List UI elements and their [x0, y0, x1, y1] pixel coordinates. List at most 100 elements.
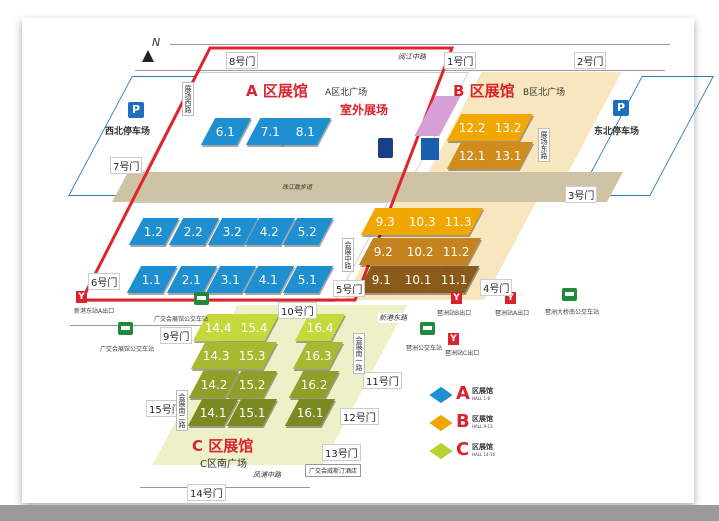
- convention-center-icon: [421, 138, 439, 160]
- legend-label: 区展馆: [472, 443, 493, 451]
- bus-icon: [118, 322, 133, 335]
- hall-number: 16.1: [296, 405, 324, 420]
- zone-a-title: A 区展馆: [246, 82, 308, 100]
- bus-icon: [562, 288, 577, 301]
- gate-11[interactable]: 11号门: [363, 372, 402, 389]
- road-middle: 会展中路: [342, 238, 354, 272]
- gate-5[interactable]: 5号门: [333, 280, 366, 297]
- hall-number: 9.1: [372, 272, 392, 287]
- hall-number: 3.1: [221, 272, 241, 287]
- bus-stop-2: 广交会展馆公交车站: [100, 346, 155, 353]
- bus-icon: [194, 292, 209, 305]
- hall-number: 13.1: [494, 148, 522, 163]
- road-c-west: 会展南二路: [176, 390, 188, 431]
- hall-number: 15.2: [238, 377, 266, 392]
- metro-icon: Y: [76, 291, 87, 303]
- hall-number: 16.2: [300, 377, 328, 392]
- bus-stop-1: 广交会展馆公交车站: [154, 316, 209, 323]
- road-east: 展场东路: [538, 128, 550, 162]
- legend-letter: C: [456, 439, 470, 460]
- zone-a-plaza: A区北广场: [325, 88, 368, 98]
- hall-number: 2.2: [184, 224, 204, 239]
- metro-icon: Y: [451, 292, 462, 304]
- bottom-bar: [0, 505, 719, 521]
- zone-c-title: C 区展馆: [192, 437, 254, 455]
- legend-sub: HALL 9-13: [472, 424, 493, 429]
- legend-letter: A: [456, 383, 470, 404]
- road-line: [135, 70, 665, 71]
- gate-13[interactable]: 13号门: [322, 444, 361, 461]
- zone-b-title: B 区展馆: [453, 82, 515, 100]
- hall-number: 1.1: [142, 272, 162, 287]
- hall-number: 1.2: [144, 224, 164, 239]
- gate-7[interactable]: 7号门: [110, 157, 143, 174]
- hall-number: 2.1: [182, 272, 202, 287]
- metro-pazhou-c: 琶洲站C出口: [445, 350, 480, 357]
- hall-number: 4.1: [259, 272, 279, 287]
- road-line: [170, 44, 670, 45]
- compass-icon: [142, 50, 154, 62]
- road-c-east: 会展南一路: [353, 333, 365, 374]
- hall-number: 11.3: [444, 214, 472, 229]
- gate-2[interactable]: 2号门: [574, 52, 607, 69]
- hall-number: 6.1: [216, 124, 236, 139]
- hall-number: 10.3: [408, 214, 436, 229]
- hall-number: 15.3: [238, 348, 266, 363]
- hall-number: 16.4: [306, 320, 334, 335]
- parking-northwest-label: 西北停车场: [105, 127, 151, 137]
- promenade-label: 珠江散步道: [282, 184, 313, 191]
- hall-number: 14.1: [199, 405, 227, 420]
- hall-number: 4.2: [260, 224, 280, 239]
- metro-pazhou-a: 琶洲站A出口: [495, 310, 530, 317]
- parking-icon: P: [128, 102, 144, 118]
- hall-number: 9.2: [374, 244, 394, 259]
- gate-1[interactable]: 1号门: [444, 52, 477, 69]
- legend-sub: HALL 1-8: [472, 396, 491, 401]
- hall-number: 8.1: [296, 124, 316, 139]
- hall-number: 14.3: [202, 348, 230, 363]
- police-icon: [378, 138, 393, 158]
- zone-c-plaza: C区南广场: [200, 459, 247, 470]
- hall-number: 5.1: [298, 272, 318, 287]
- hall-number: 13.2: [494, 120, 522, 135]
- legend-sub: HALL 14-16: [472, 452, 496, 457]
- gate-12[interactable]: 12号门: [340, 408, 379, 425]
- parking-icon: P: [613, 100, 629, 116]
- metro-icon: Y: [448, 333, 459, 345]
- hotel-label: 广交会威斯汀酒店: [305, 464, 362, 477]
- metro-icon: Y: [505, 292, 516, 304]
- gate-6[interactable]: 6号门: [88, 273, 121, 290]
- compass-label: N: [152, 36, 161, 49]
- hall-number: 10.1: [404, 272, 432, 287]
- gate-8[interactable]: 8号门: [226, 52, 259, 69]
- hall-number: 14.4: [204, 320, 232, 335]
- hall-number: 12.1: [458, 148, 486, 163]
- road-south: 凤浦中路: [253, 471, 281, 479]
- road-north: 阅江中路: [398, 53, 426, 61]
- hall-number: 7.1: [261, 124, 281, 139]
- bus-stop-3: 琶洲公交车站: [406, 345, 443, 352]
- gate-10[interactable]: 10号门: [278, 302, 317, 319]
- hall-number: 14.2: [200, 377, 228, 392]
- legend-label: 区展馆: [472, 387, 493, 395]
- hall-number: 5.2: [298, 224, 318, 239]
- legend-letter: B: [456, 411, 470, 432]
- gate-14[interactable]: 14号门: [187, 484, 226, 501]
- bus-stop-4: 琶洲大桥南公交车站: [545, 309, 600, 316]
- hall-number: 3.2: [223, 224, 243, 239]
- zone-b-plaza: B区北广场: [523, 88, 566, 98]
- hall-number: 11.1: [440, 272, 468, 287]
- gate-9[interactable]: 9号门: [160, 327, 193, 344]
- parking-northeast-label: 东北停车场: [594, 127, 640, 137]
- metro-pazhou-b: 琶洲站B出口: [437, 310, 472, 317]
- hall-number: 15.1: [238, 405, 266, 420]
- road-west: 展场西路: [182, 82, 194, 116]
- hall-number: 11.2: [442, 244, 470, 259]
- legend-label: 区展馆: [472, 415, 493, 423]
- metro-xingang-a: 新港东站A出口: [74, 308, 115, 315]
- gate-4[interactable]: 4号门: [480, 279, 513, 296]
- gate-3[interactable]: 3号门: [565, 186, 598, 203]
- hall-number: 15.4: [240, 320, 268, 335]
- hall-number: 9.3: [376, 214, 396, 229]
